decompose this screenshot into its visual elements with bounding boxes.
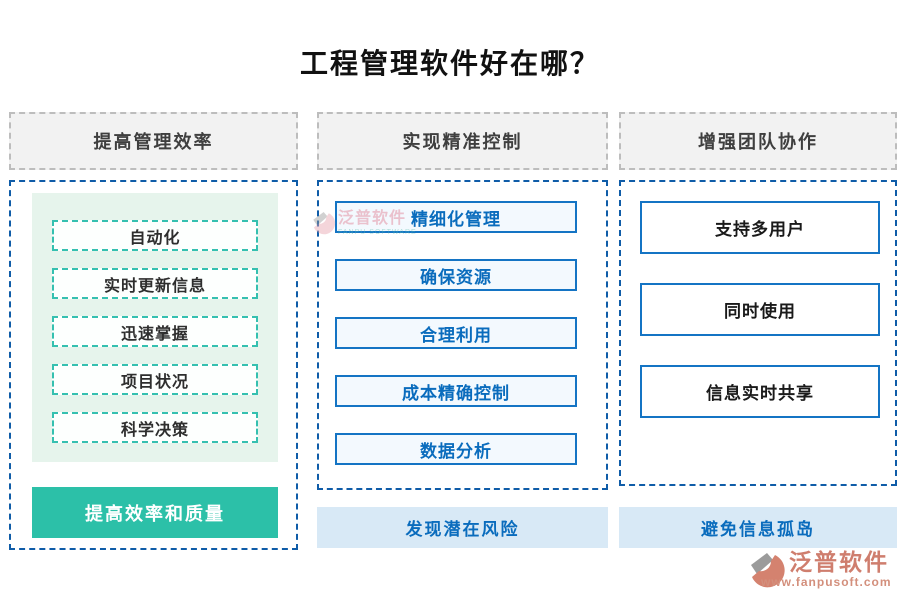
efficiency-item: 实时更新信息: [52, 268, 258, 299]
control-item-group: 精细化管理 确保资源 合理利用 成本精确控制 数据分析: [335, 201, 577, 465]
collaboration-item: 信息实时共享: [640, 365, 880, 418]
brand-url: www.fanpusoft.com: [761, 575, 892, 589]
column-header-control: 实现精准控制: [317, 112, 608, 170]
fanpu-brand-logo: 泛普软件 www.fanpusoft.com: [746, 549, 892, 596]
control-item: 精细化管理: [335, 201, 577, 233]
column-header-collaboration: 增强团队协作: [619, 112, 897, 170]
efficiency-item: 科学决策: [52, 412, 258, 443]
control-item: 数据分析: [335, 433, 577, 465]
efficiency-item-group: 自动化 实时更新信息 迅速掌握 项目状况 科学决策: [32, 193, 278, 462]
column-header-efficiency: 提高管理效率: [9, 112, 298, 170]
page-title: 工程管理软件好在哪？: [299, 48, 600, 79]
panel-collaboration: 支持多用户 同时使用 信息实时共享: [619, 180, 897, 486]
panel-control: 精细化管理 确保资源 合理利用 成本精确控制 数据分析: [317, 180, 608, 490]
collaboration-item-group: 支持多用户 同时使用 信息实时共享: [640, 201, 880, 418]
efficiency-item: 迅速掌握: [52, 316, 258, 347]
efficiency-item: 自动化: [52, 220, 258, 251]
efficiency-result-banner: 提高效率和质量: [32, 487, 278, 538]
efficiency-item: 项目状况: [52, 364, 258, 395]
control-item: 确保资源: [335, 259, 577, 291]
panel-efficiency: 自动化 实时更新信息 迅速掌握 项目状况 科学决策 提高效率和质量: [9, 180, 298, 550]
collaboration-item: 支持多用户: [640, 201, 880, 254]
control-item: 合理利用: [335, 317, 577, 349]
collaboration-result-banner: 避免信息孤岛: [619, 507, 897, 548]
brand-name: 泛普软件: [789, 549, 889, 575]
fanpu-logo-icon: [746, 549, 786, 596]
control-item: 成本精确控制: [335, 375, 577, 407]
control-result-banner: 发现潜在风险: [317, 507, 608, 548]
collaboration-item: 同时使用: [640, 283, 880, 336]
